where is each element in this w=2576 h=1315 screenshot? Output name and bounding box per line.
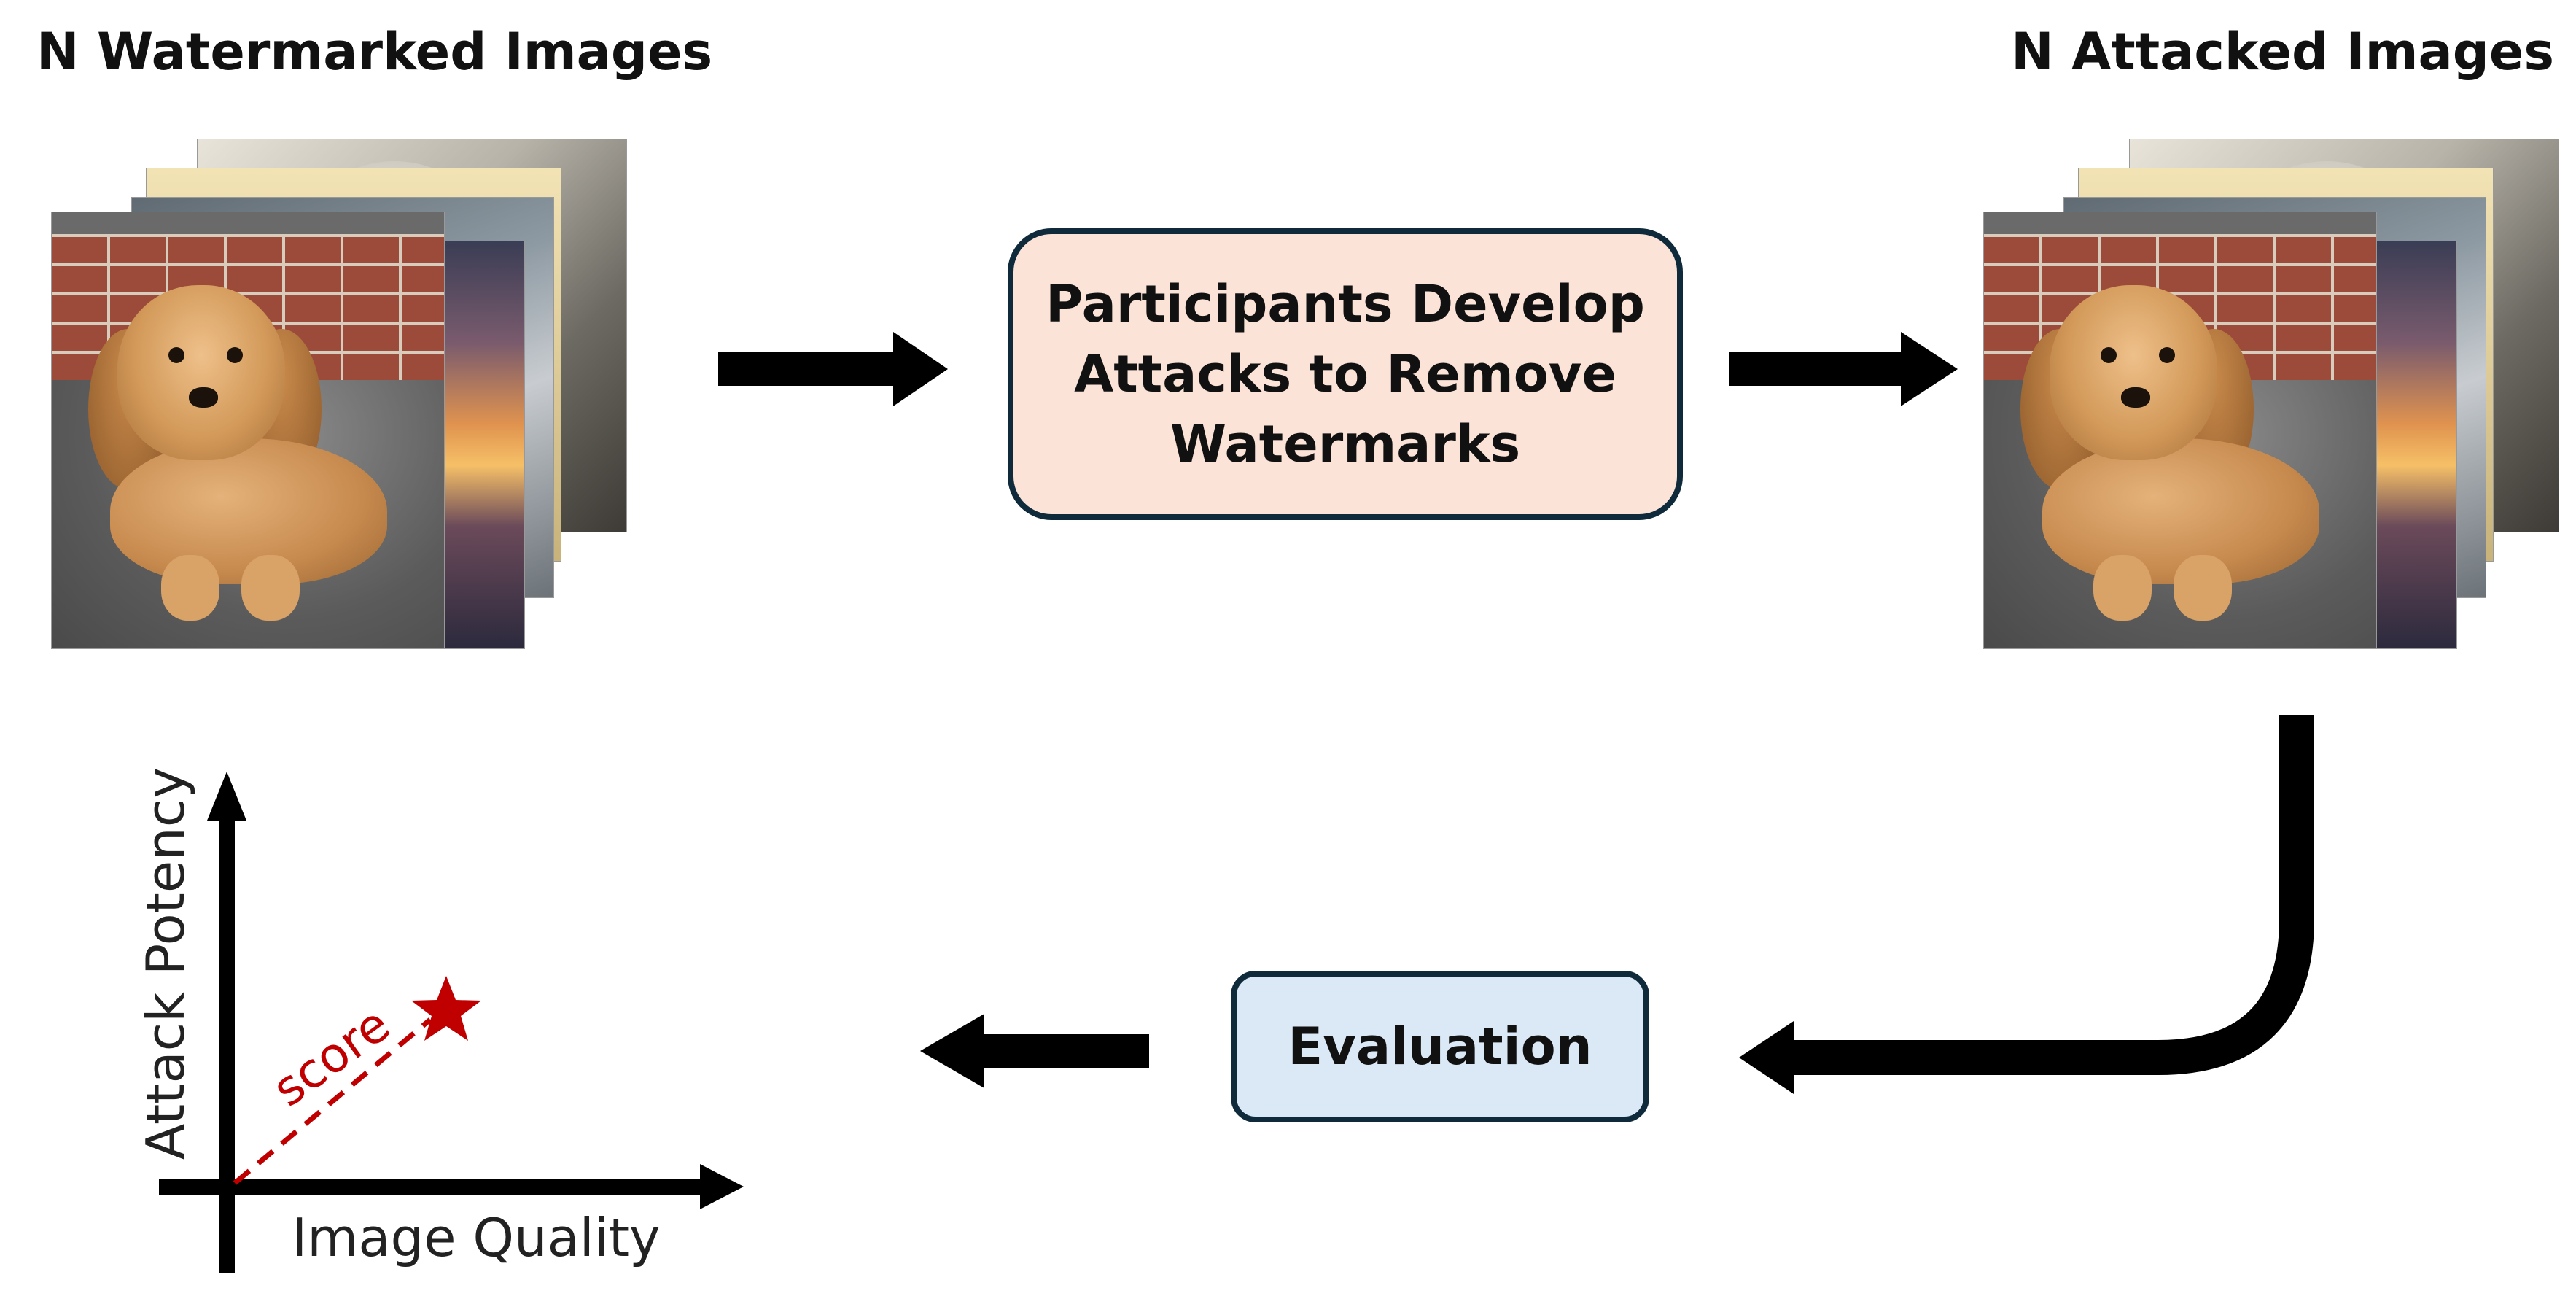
participants-line-2: Attacks to Remove xyxy=(1074,344,1616,404)
curved-arrow-icon xyxy=(1739,715,2314,1094)
right-arrow-icon xyxy=(1729,332,1958,406)
attacked-images-title: N Attacked Images xyxy=(2011,22,2554,82)
left-arrow-icon xyxy=(920,1014,1149,1088)
watermarked-images-title: N Watermarked Images xyxy=(36,22,713,82)
watermarked-image-stack xyxy=(51,139,634,693)
score-dashed-line xyxy=(233,1017,432,1185)
x-axis xyxy=(159,1164,744,1209)
dog-image xyxy=(1983,212,2377,649)
right-arrow-icon xyxy=(718,332,948,406)
y-axis-label: Attack Potency xyxy=(135,767,196,1160)
participants-line-1: Participants Develop xyxy=(1046,274,1645,334)
evaluation-box: Evaluation xyxy=(1231,971,1649,1122)
y-axis xyxy=(207,772,246,1273)
participants-develop-attacks-box: Participants Develop Attacks to Remove W… xyxy=(1008,228,1683,520)
x-axis-label: Image Quality xyxy=(292,1207,661,1268)
evaluation-label: Evaluation xyxy=(1288,1017,1592,1077)
attacked-image-stack xyxy=(1983,139,2567,693)
star-icon xyxy=(411,976,481,1041)
dog-image xyxy=(51,212,445,649)
participants-line-3: Watermarks xyxy=(1170,414,1521,474)
